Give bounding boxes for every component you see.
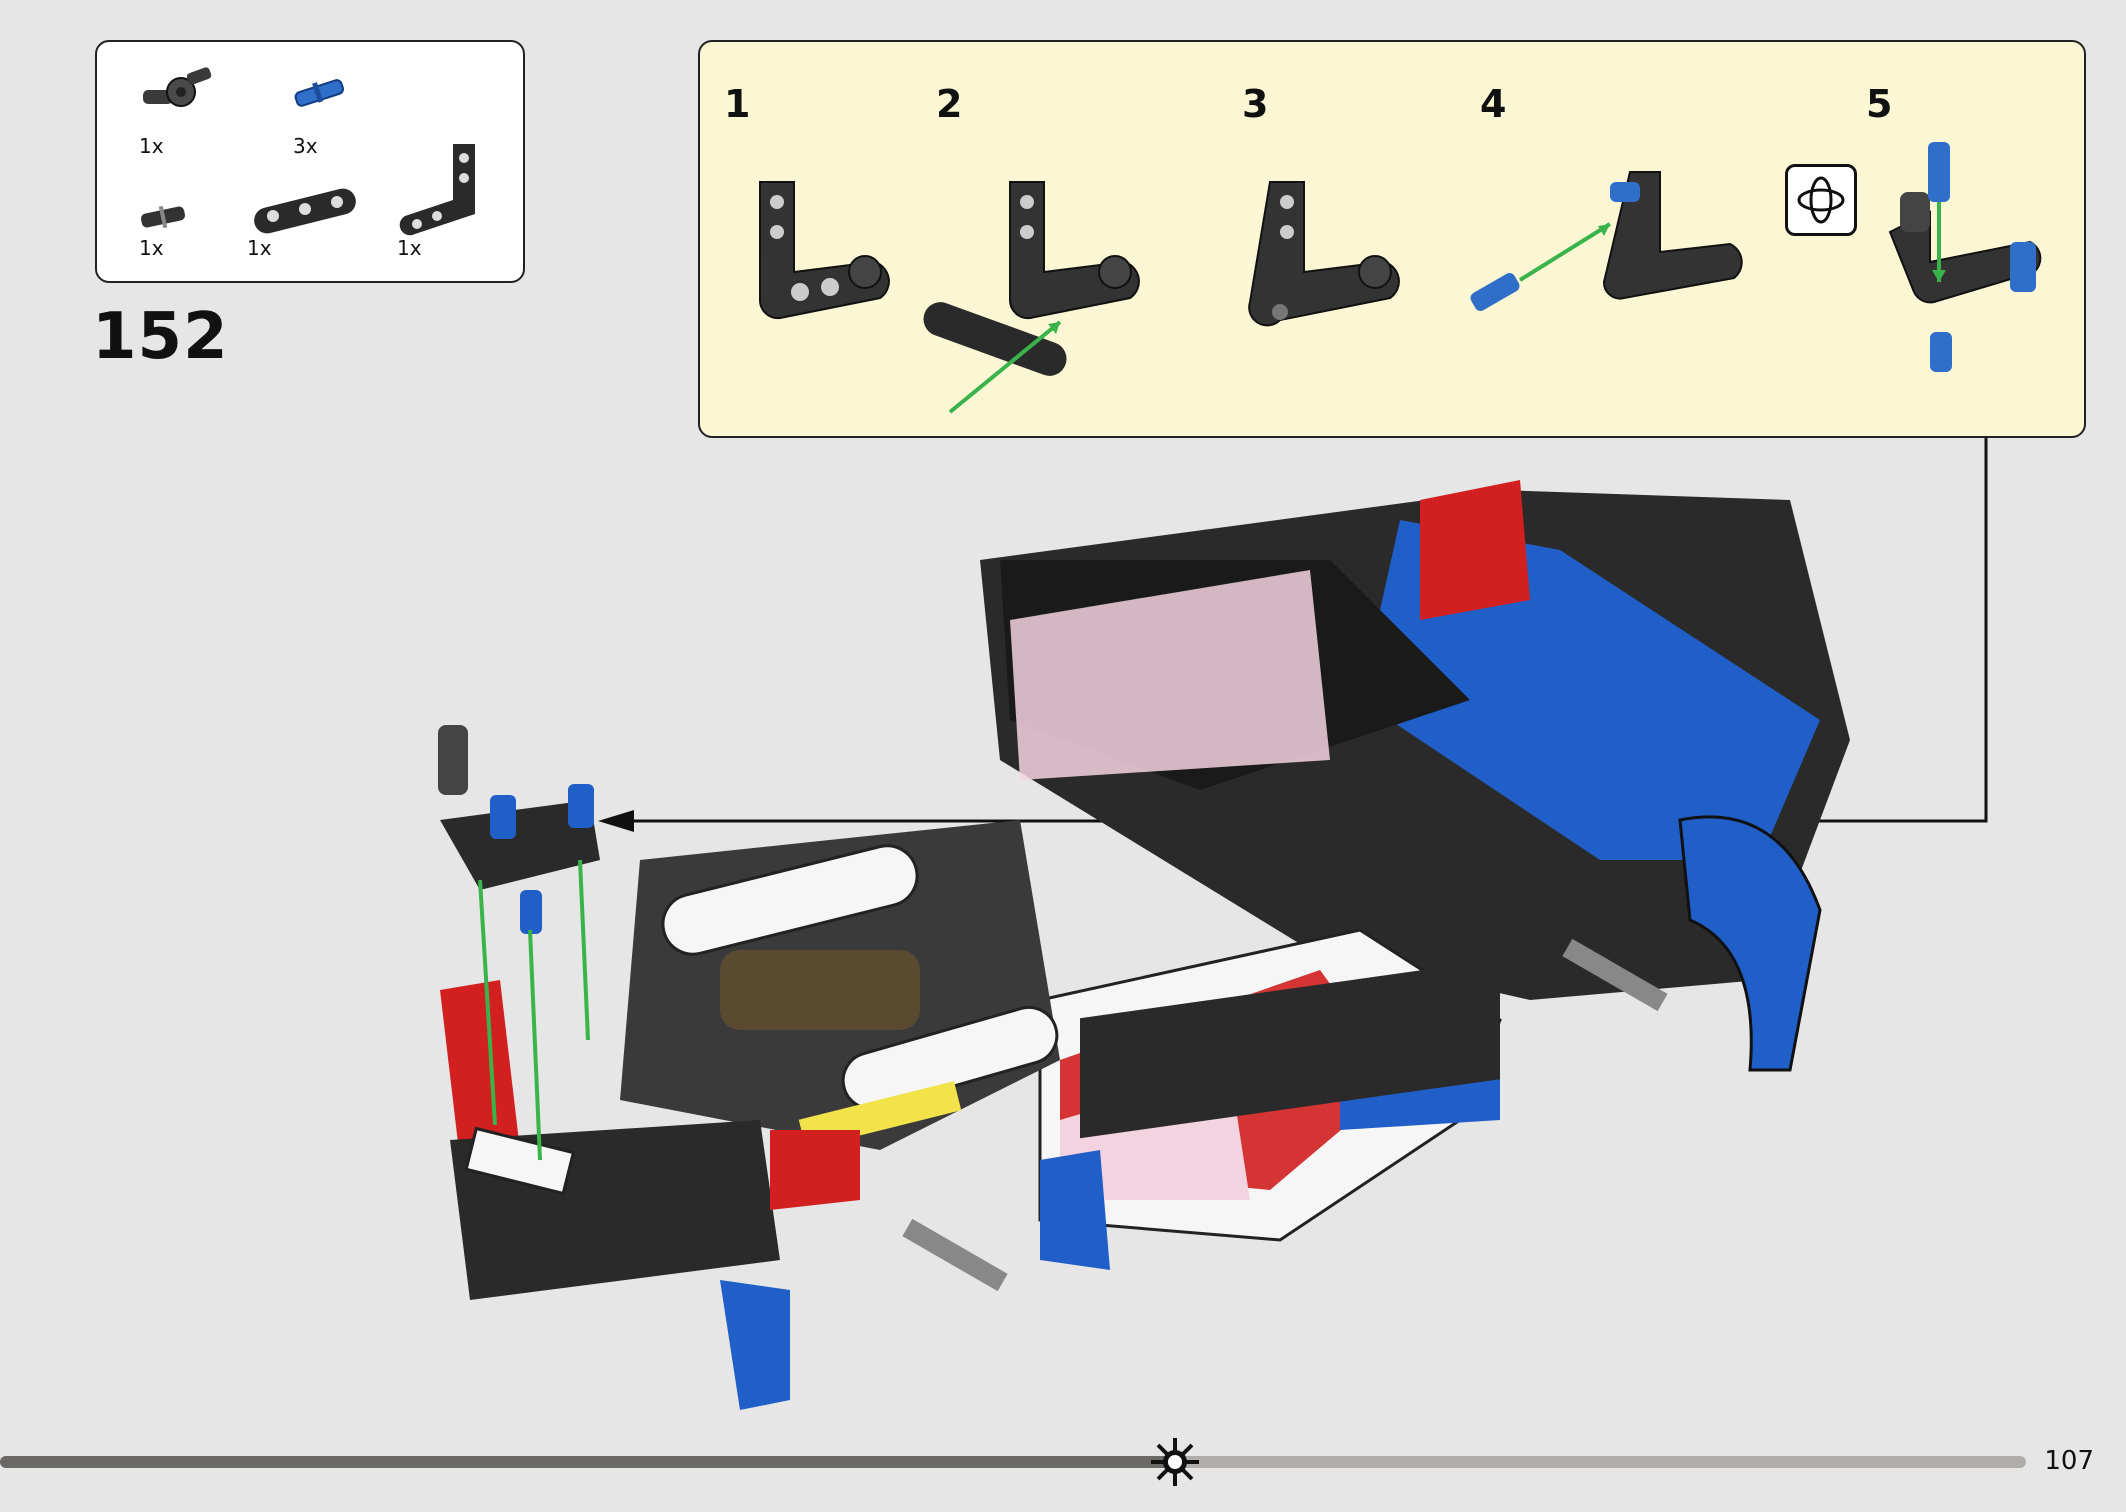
part-blue-pin: 3x <box>291 72 351 158</box>
page-number: 107 <box>2044 1446 2094 1476</box>
angle-connector-icon <box>143 67 212 107</box>
substep-label-2: 2 <box>936 82 963 126</box>
part-beam-3: 1x <box>247 178 367 260</box>
substep-label-3: 3 <box>1242 82 1269 126</box>
substep-label-4: 4 <box>1480 82 1507 126</box>
progress-marker-icon <box>1151 1438 1199 1486</box>
part-qty: 3x <box>293 134 318 158</box>
substep-2-figure <box>923 181 1140 414</box>
part-angle-connector: 1x <box>137 62 217 158</box>
pin-with-bush-icon <box>140 205 186 229</box>
substep-label-5: 5 <box>1866 82 1893 126</box>
page-progress-bar <box>0 1456 2026 1468</box>
part-pin-with-bush: 1x <box>137 198 197 260</box>
part-qty: 1x <box>247 236 272 260</box>
substep-3-figure <box>1248 181 1400 327</box>
blue-pin-icon <box>294 79 344 107</box>
substep-5-figure <box>1888 142 2042 372</box>
rotate-model-icon <box>1785 164 1857 236</box>
beam-3-icon <box>254 188 356 234</box>
parts-list: 1x 3x 1x 1x 1x <box>95 40 525 283</box>
substep-1-figure <box>758 181 890 320</box>
part-qty: 1x <box>139 134 164 158</box>
subassembly-callout: 1 2 3 4 5 <box>698 40 2086 438</box>
substep-label-1: 1 <box>724 82 751 126</box>
part-qty: 1x <box>139 236 164 260</box>
rotate-icon <box>1797 176 1845 224</box>
part-qty: 1x <box>397 236 422 260</box>
l-beam-icon <box>399 144 475 236</box>
substep-4-figure <box>1470 171 1743 311</box>
part-l-beam: 1x <box>397 138 487 260</box>
step-number: 152 <box>92 300 229 374</box>
